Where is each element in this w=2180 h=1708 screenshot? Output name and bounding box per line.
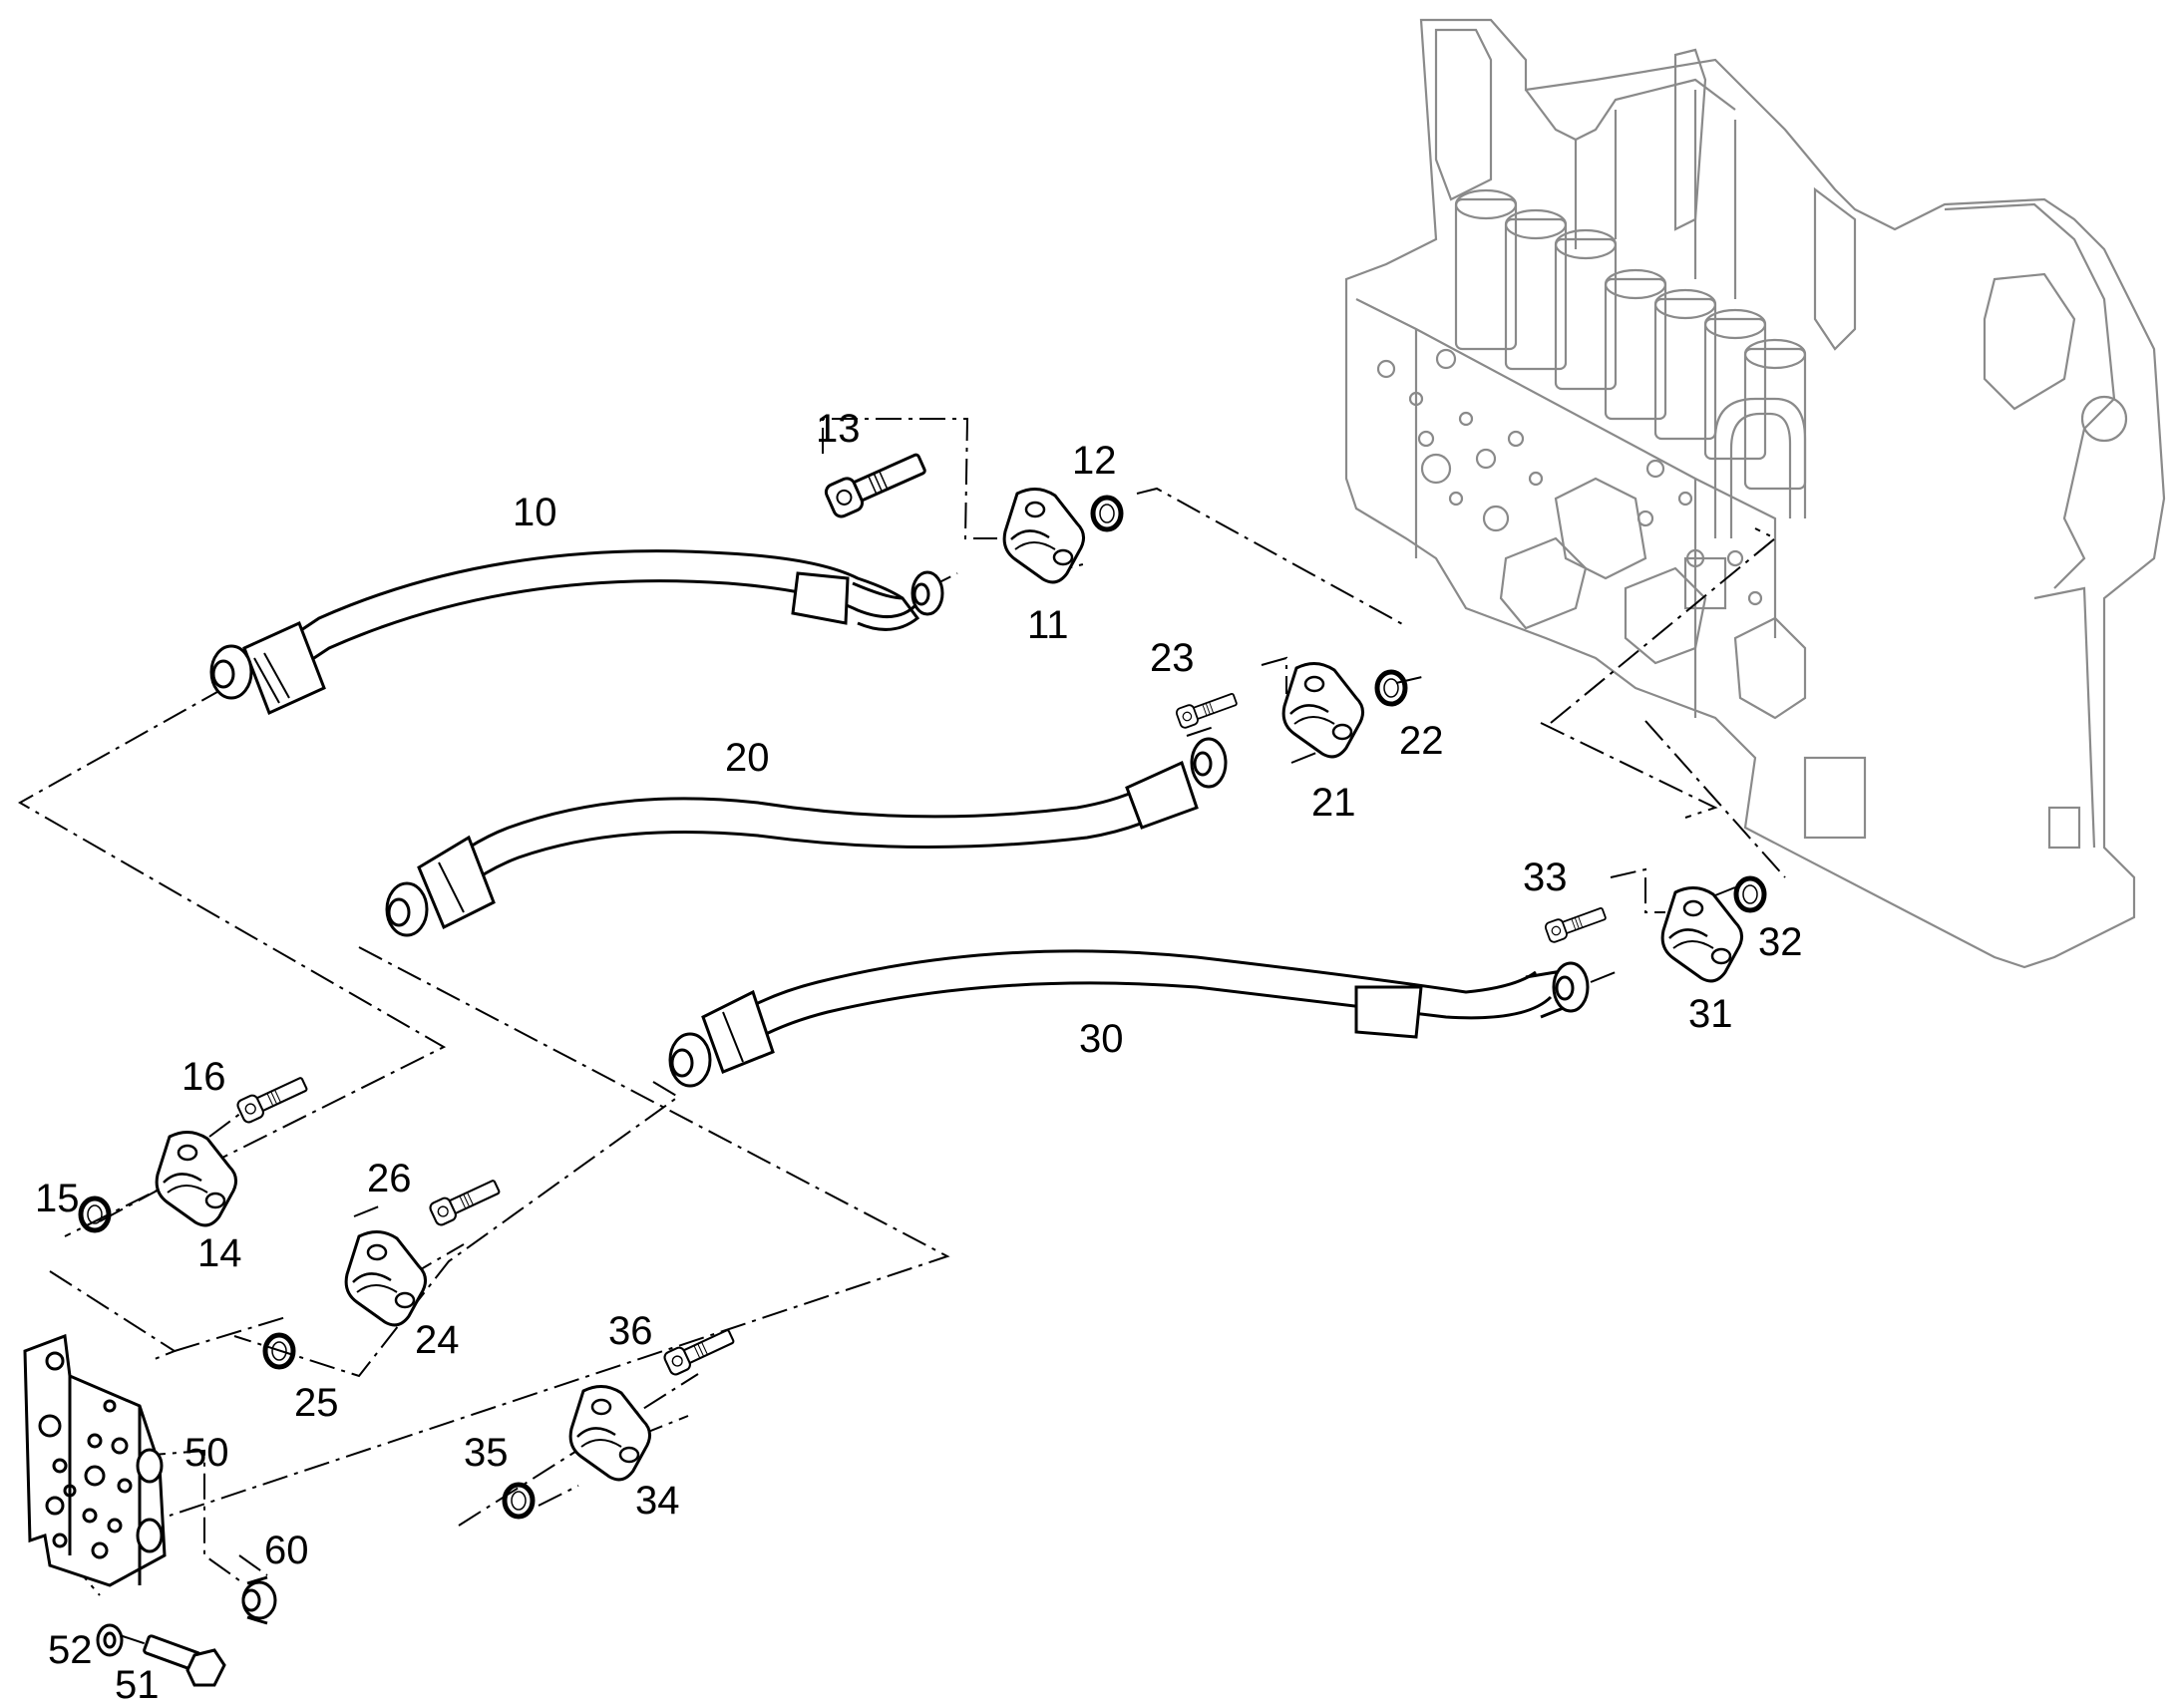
flange-21 [1281,661,1365,759]
control-valve-block-assembly [1344,18,2166,969]
callout-10: 10 [513,491,557,534]
flange-24 [344,1229,428,1327]
flange-11 [1002,487,1086,584]
hose-10 [209,549,944,716]
callout-35: 35 [464,1431,509,1475]
bolt-51 [143,1634,226,1687]
callout-15: 15 [35,1177,80,1220]
manifold-block-50 [23,1333,167,1587]
plug-60 [241,1575,277,1625]
o-ring-32 [1736,878,1764,910]
o-ring-22 [1377,672,1405,704]
flange-14 [155,1130,238,1227]
hose-30 [668,949,1590,1088]
screw-33 [1543,902,1609,945]
callout-21: 21 [1311,781,1356,825]
callout-14: 14 [197,1231,242,1275]
screw-36 [661,1324,738,1378]
callout-60: 60 [264,1529,309,1572]
callout-25: 25 [294,1381,339,1425]
callout-33: 33 [1523,855,1568,899]
o-ring-12 [1093,498,1121,529]
callout-30: 30 [1079,1017,1124,1061]
callout-26: 26 [367,1157,412,1200]
callout-16: 16 [182,1055,226,1099]
callout-20: 20 [725,736,770,780]
callout-36: 36 [608,1309,653,1353]
hose-20 [385,737,1228,937]
screw-26 [427,1175,504,1228]
callout-23: 23 [1150,636,1195,680]
screw-23 [1174,688,1240,731]
callout-24: 24 [415,1318,460,1362]
callout-labels: 10 11 12 13 14 15 16 20 21 22 23 24 25 2… [35,407,1803,1707]
o-ring-35 [505,1485,533,1517]
washer-52 [96,1623,124,1657]
flange-31 [1660,885,1744,983]
callout-51: 51 [115,1663,160,1707]
callout-34: 34 [635,1479,680,1523]
screw-16 [234,1072,311,1126]
callout-22: 22 [1399,719,1444,763]
screw-13 [822,446,930,521]
callout-13: 13 [816,407,861,451]
callout-12: 12 [1072,439,1117,483]
callout-11: 11 [1027,603,1069,647]
callout-32: 32 [1758,920,1803,964]
callout-50: 50 [184,1431,229,1475]
callout-31: 31 [1688,992,1733,1036]
o-ring-15 [81,1198,109,1230]
callout-52: 52 [48,1628,93,1672]
flange-34 [568,1384,652,1482]
